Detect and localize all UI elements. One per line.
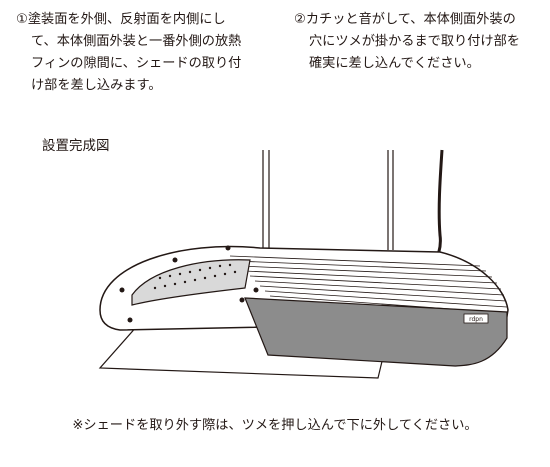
step-2-line-3: 確実に差し込んでください。: [309, 56, 480, 71]
power-cord: [430, 149, 444, 269]
step-1-line-2: て、本体側面外装と一番外側の放熱: [31, 34, 242, 49]
fixture-label-plate: [463, 313, 489, 324]
step-1-line-1: ①塗装面を外側、反射面を内側にし: [16, 12, 226, 27]
step-1-line-3: フィンの隙間に、シェードの取り付: [31, 56, 242, 71]
step-2-line-1: ②カチッと音がして、本体側面外装の: [294, 12, 516, 27]
heatsink-fins: [229, 255, 508, 314]
body-screws: [119, 245, 259, 323]
instruction-step-2: ②カチッと音がして、本体側面外装の 穴にツメが掛かるまで取り付け部を 確実に差し…: [294, 9, 520, 75]
instruction-step-1: ①塗装面を外側、反射面を内側にし て、本体側面外装と一番外側の放熱 フィンの隙間…: [16, 9, 241, 97]
fixture-label: rdpn: [469, 316, 483, 323]
vent-grille-holes: [153, 263, 237, 290]
installed-fixture-illustration: rdpn: [98, 149, 509, 379]
step-1-line-4: け部を差し込みます。: [31, 78, 162, 93]
removal-note: ※シェードを取り外す際は、ツメを押し込んで下に外してください。: [72, 418, 478, 433]
suspension-wires: [262, 150, 394, 250]
figure-caption: 設置完成図: [42, 138, 110, 154]
painted-shade: [244, 297, 508, 367]
step-2-line-2: 穴にツメが掛かるまで取り付け部を: [309, 34, 520, 49]
vent-grille: [131, 259, 251, 306]
